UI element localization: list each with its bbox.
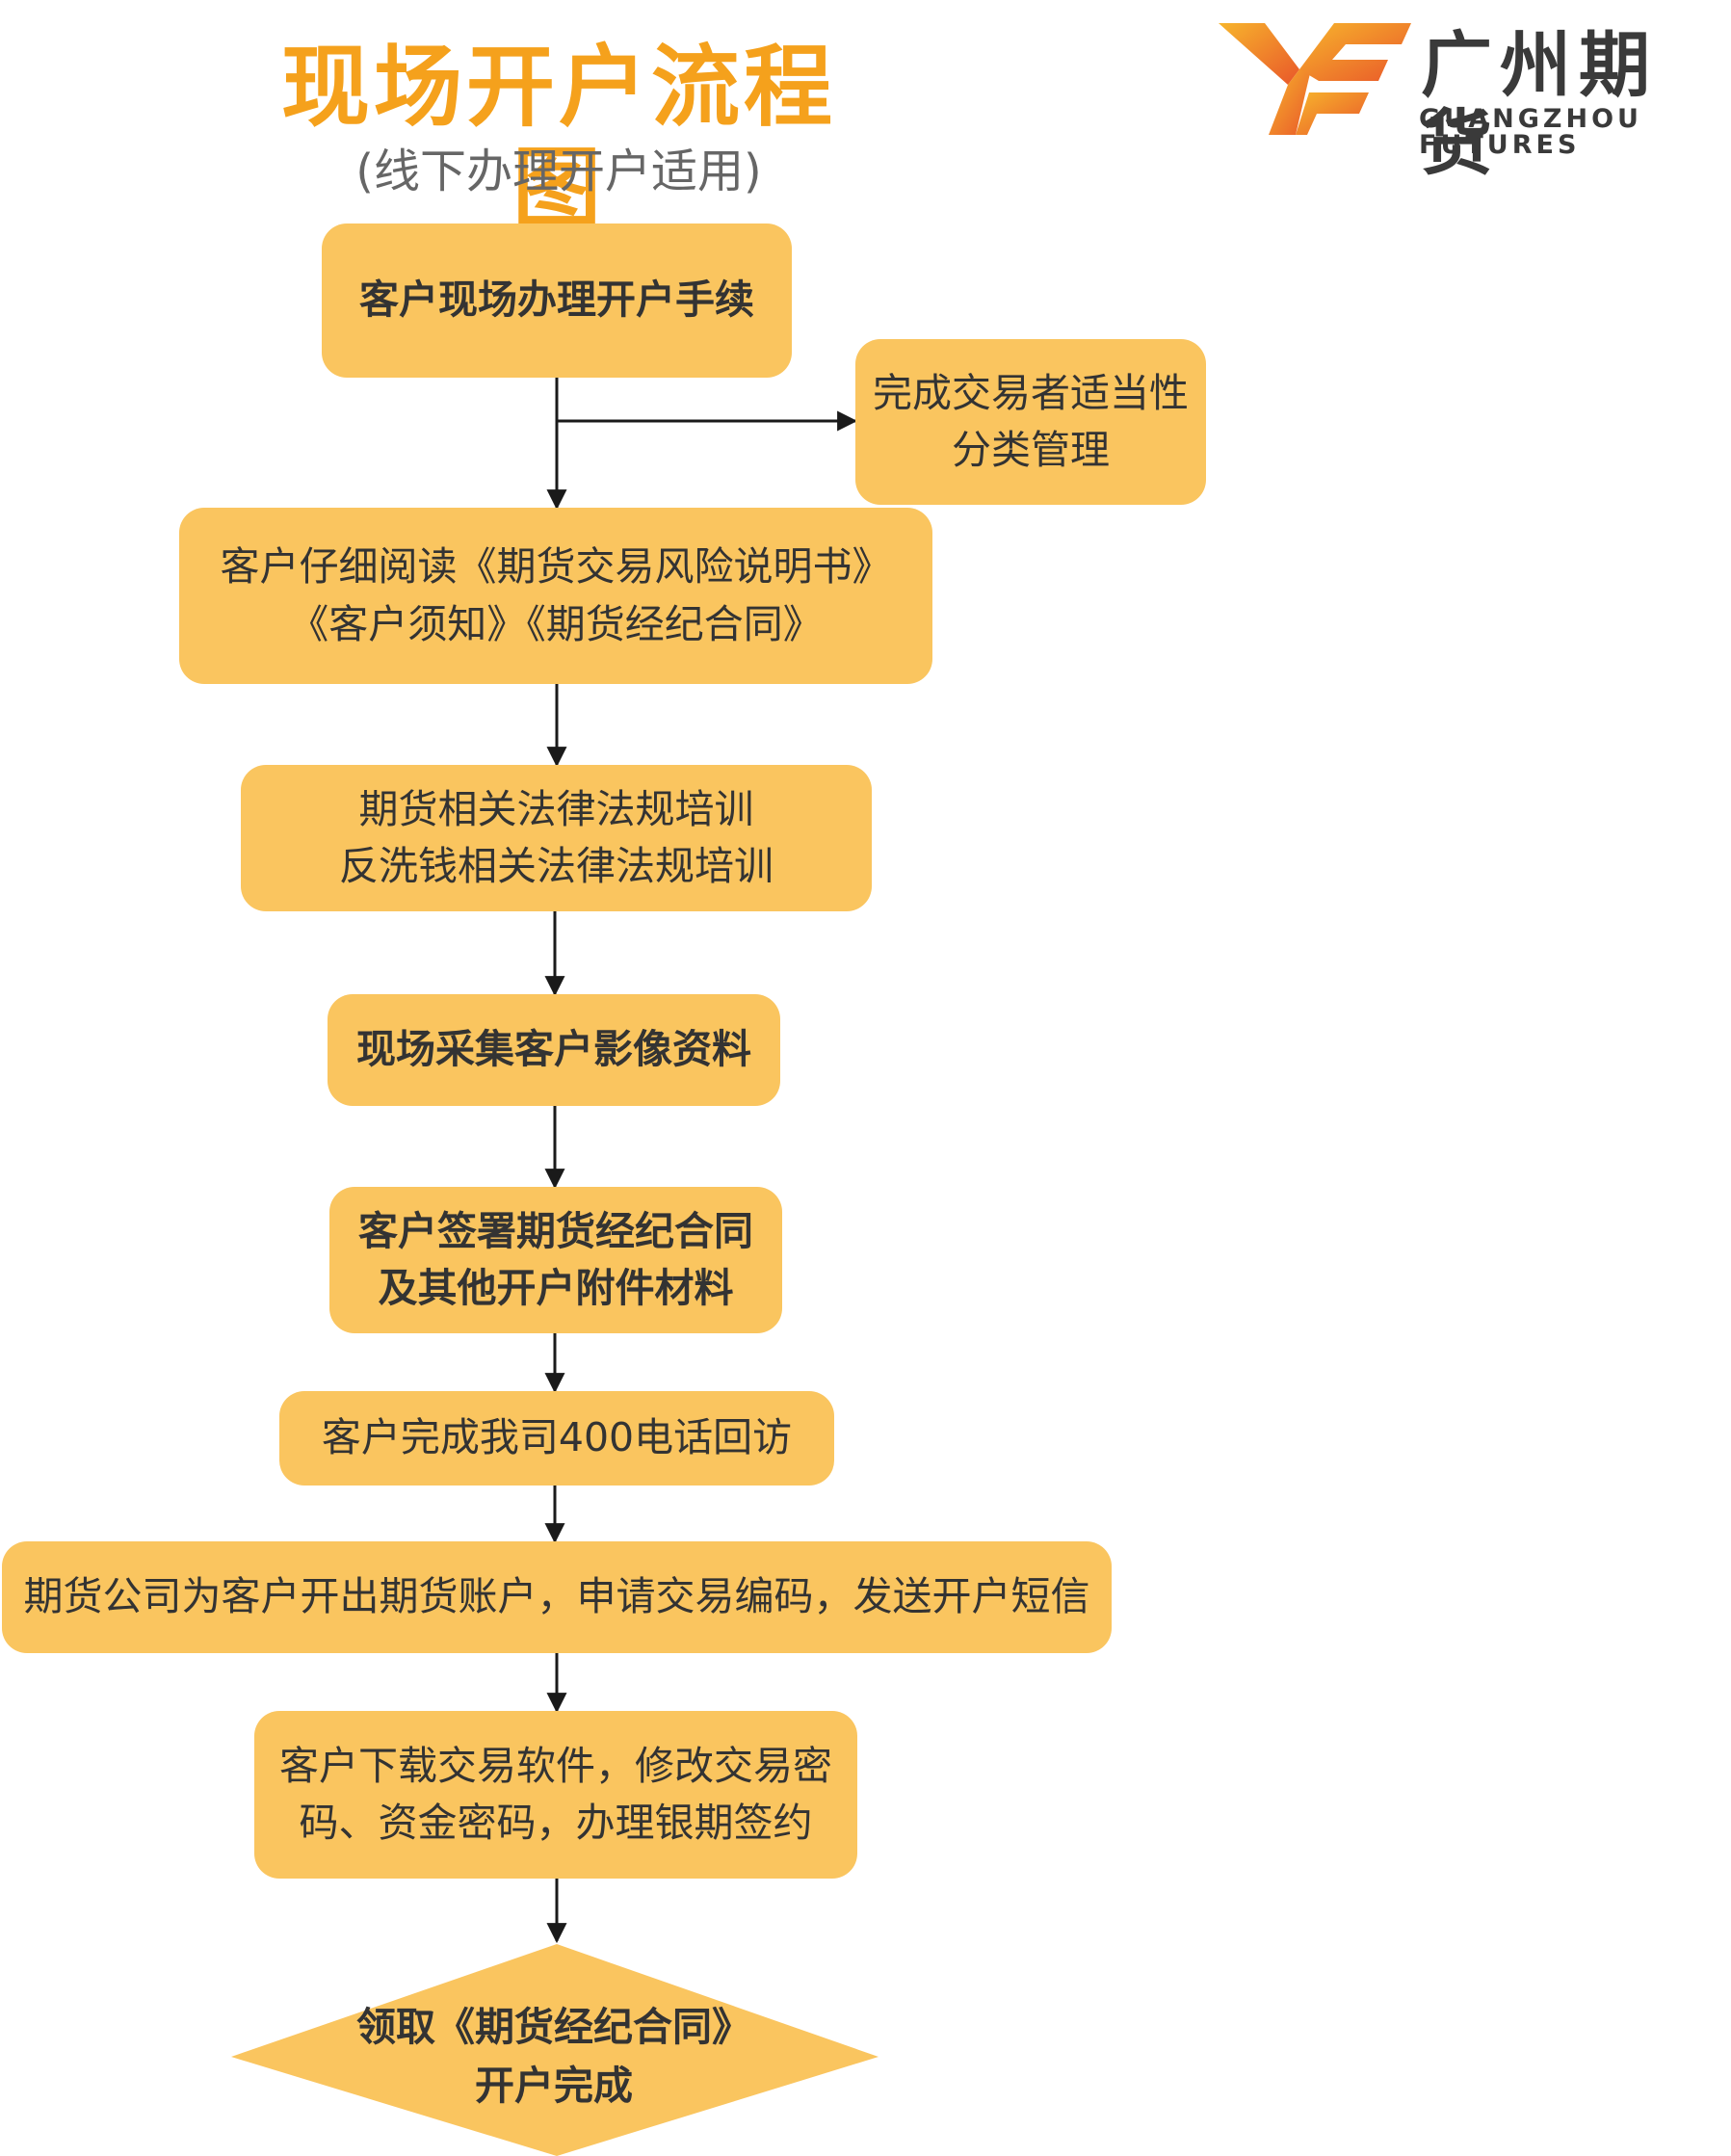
final-step-diamond [231, 1944, 879, 2156]
step-sign-contract-label: 客户签署期货经纪合同 及其他开户附件材料 [358, 1207, 753, 1311]
page-subtitle: (线下办理开户适用) [355, 145, 762, 198]
step-suitability-classification: 完成交易者适当性 分类管理 [855, 339, 1206, 505]
step-phone-callback-label: 客户完成我司400电话回访 [321, 1414, 793, 1461]
final-step-label-box: 领取《期货经纪合同》 开户完成 [231, 1985, 877, 2129]
step-sign-contract: 客户签署期货经纪合同 及其他开户附件材料 [329, 1187, 782, 1333]
step-open-account-label: 期货公司为客户开出期货账户，申请交易编码，发送开户短信 [23, 1573, 1090, 1620]
step-open-account: 期货公司为客户开出期货账户，申请交易编码，发送开户短信 [2, 1541, 1112, 1653]
step-legal-training: 期货相关法律法规培训 反洗钱相关法律法规培训 [241, 765, 872, 911]
step-suitability-classification-label: 完成交易者适当性 分类管理 [873, 369, 1189, 473]
step-read-documents: 客户仔细阅读《期货交易风险说明书》 《客户须知》《期货经纪合同》 [179, 508, 932, 684]
step-read-documents-label: 客户仔细阅读《期货交易风险说明书》 《客户须知》《期货经纪合同》 [220, 543, 892, 647]
step-onsite-procedure: 客户现场办理开户手续 [322, 223, 792, 378]
step-download-software-label: 客户下载交易软件，修改交易密 码、资金密码，办理银期签约 [279, 1742, 832, 1846]
page-title: 现场开户流程图 [280, 36, 836, 241]
step-collect-images: 现场采集客户影像资料 [328, 994, 780, 1106]
step-collect-images-label: 现场采集客户影像资料 [356, 1026, 751, 1073]
step-onsite-procedure-label: 客户现场办理开户手续 [359, 276, 754, 324]
ye-logo-icon [1219, 23, 1411, 135]
logo-name-cn: 广州期货 [1421, 24, 1658, 186]
step-download-software: 客户下载交易软件，修改交易密 码、资金密码，办理银期签约 [254, 1711, 857, 1879]
final-step-label: 领取《期货经纪合同》 开户完成 [356, 2003, 751, 2110]
company-logo: 广州期货 GUANGZHOU FUTURES [1219, 21, 1719, 183]
step-phone-callback: 客户完成我司400电话回访 [279, 1391, 834, 1486]
logo-name-en: GUANGZHOU FUTURES [1419, 104, 1642, 160]
step-legal-training-label: 期货相关法律法规培训 反洗钱相关法律法规培训 [339, 785, 774, 889]
